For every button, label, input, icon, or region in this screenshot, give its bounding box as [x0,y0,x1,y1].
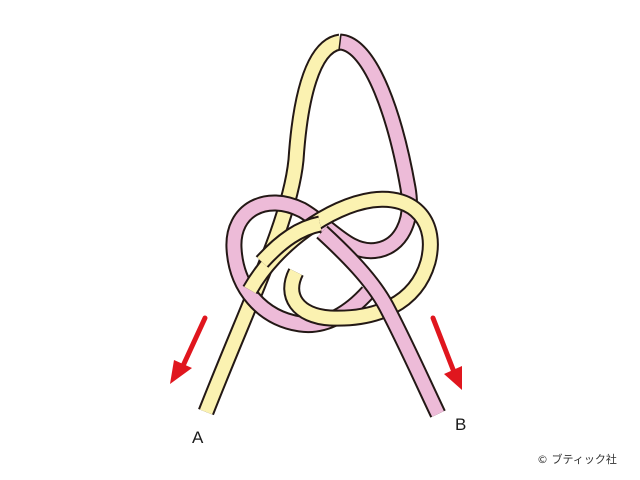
cord-a-crossing [255,215,322,268]
end-label-b: B [455,415,466,434]
copyright-credit: © ブティック社 [537,452,617,466]
cord-b-loop-right [225,33,418,334]
cord-a-lower-loop [242,190,439,327]
arrow-down-left-icon [170,315,208,384]
arrow-down-right-icon [430,315,462,390]
cord-a-loop-left [198,33,343,416]
end-label-a: A [192,428,204,447]
cord-color-seam [338,33,342,51]
cord-b-tail [316,225,446,418]
